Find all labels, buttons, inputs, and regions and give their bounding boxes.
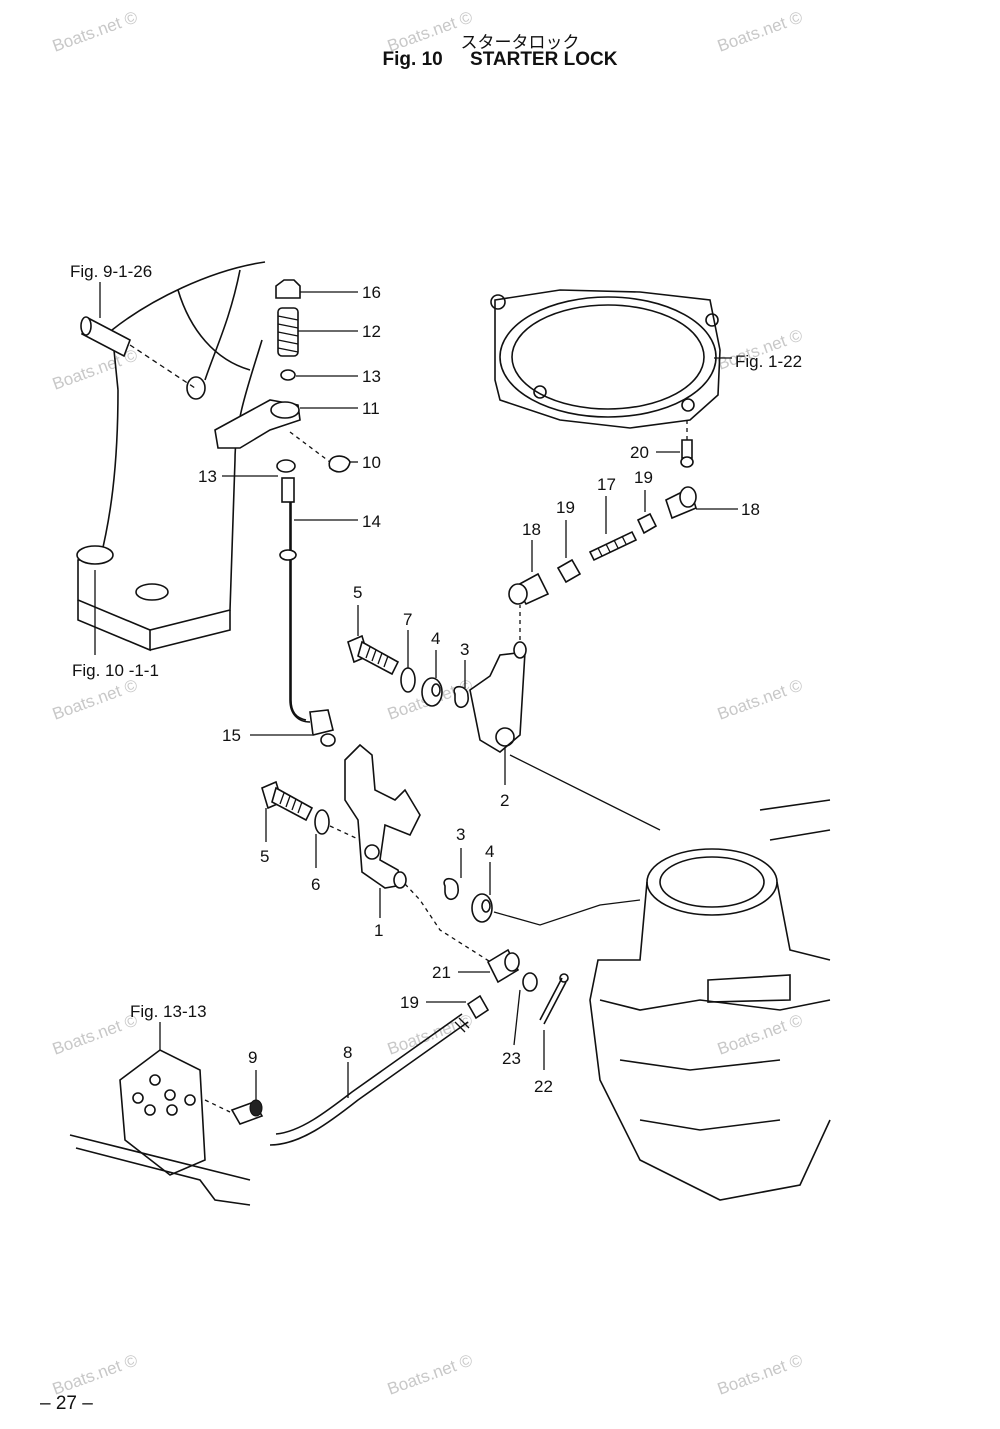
part-19-nut-right (636, 490, 658, 535)
part-18-rod-end-right (665, 486, 738, 520)
part-5-bolt-lower (261, 780, 314, 842)
callout-15: 15 (222, 726, 241, 745)
callout-4-lower: 4 (485, 842, 494, 861)
part-18-rod-end-left (508, 540, 550, 606)
part-13-washer (280, 369, 358, 381)
callout-6: 6 (311, 875, 320, 894)
page-number: – 27 – (40, 1393, 93, 1414)
callout-4-upper: 4 (431, 629, 440, 648)
callout-19-left: 19 (556, 498, 575, 517)
part-10-clip (289, 431, 358, 473)
watermark: Boats.net © (50, 1010, 141, 1058)
callout-17: 17 (597, 475, 616, 494)
callout-12: 12 (362, 322, 381, 341)
callout-19-right: 19 (634, 468, 653, 487)
part-11-lever (214, 399, 358, 449)
figure-number: Fig. 10 (382, 49, 443, 70)
callout-18-left: 18 (522, 520, 541, 539)
callout-3-lower: 3 (456, 825, 465, 844)
watermark: Boats.net © (50, 345, 141, 393)
part-6-washer (314, 809, 361, 868)
callout-5-lower: 5 (260, 847, 269, 866)
part-2-link (469, 605, 661, 831)
watermark: Boats.net © (50, 7, 141, 55)
part-14-rod (279, 477, 358, 723)
part-12-spring (277, 307, 358, 357)
part-7-washer (400, 630, 416, 693)
figure-name: STARTER LOCK (470, 49, 618, 70)
callout-2: 2 (500, 791, 509, 810)
part-15-rod-end (250, 709, 336, 747)
part-13-lower-washer (222, 459, 296, 477)
figure-title: Fig. 10 STARTER LOCK (0, 49, 1000, 71)
part-21-cable-joint (458, 948, 520, 984)
callout-3-upper: 3 (460, 640, 469, 659)
ref-fig-13-13: Fig. 13-13 (130, 1002, 207, 1021)
callout-19-lower: 19 (400, 993, 419, 1012)
watermark: Boats.net © (385, 1010, 476, 1058)
ref-fig-9-1-26: Fig. 9-1-26 (70, 262, 152, 281)
part-4-bushing-upper (421, 650, 443, 707)
callout-14: 14 (362, 512, 381, 531)
callout-21: 21 (432, 963, 451, 982)
part-1-bracket (344, 743, 501, 969)
part-19-nut-lower (426, 994, 490, 1020)
part-4-bushing-lower (471, 862, 641, 926)
part-3-clip-lower (443, 848, 462, 900)
callout-11: 11 (362, 399, 380, 418)
bracket-housing (76, 261, 266, 652)
watermark: Boats.net © (715, 1350, 806, 1398)
part-20-fitting (656, 420, 694, 468)
part-19-nut-left (556, 520, 582, 584)
callout-9: 9 (248, 1048, 257, 1067)
callout-20: 20 (630, 443, 649, 462)
callout-16: 16 (362, 283, 381, 302)
watermark: Boats.net © (715, 1010, 806, 1058)
callout-13-lower: 13 (198, 467, 217, 486)
part-5-bolt-upper (347, 605, 400, 676)
part-8-cable (269, 1013, 470, 1146)
callout-1: 1 (374, 921, 383, 940)
engine-block (589, 799, 831, 1201)
mounting-stud (80, 316, 196, 389)
part-22-cotter-pin (539, 973, 569, 1070)
part-3-clip-upper (453, 660, 469, 708)
callout-18-right: 18 (741, 500, 760, 519)
part-9-clamp (204, 1070, 264, 1125)
watermark: Boats.net © (385, 1350, 476, 1398)
part-23-washer (513, 972, 538, 1046)
callout-13: 13 (362, 367, 381, 386)
ref-fig-1-22: Fig. 1-22 (735, 352, 802, 371)
callout-23: 23 (502, 1049, 521, 1068)
watermark: Boats.net © (715, 7, 806, 55)
callout-5-upper: 5 (353, 583, 362, 602)
watermark: Boats.net © (50, 675, 141, 723)
mounting-plate (69, 1049, 251, 1206)
callout-10: 10 (362, 453, 381, 472)
callout-7: 7 (403, 610, 412, 629)
starter-housing (490, 289, 721, 429)
part-16-nut (275, 279, 358, 299)
callout-8: 8 (343, 1043, 352, 1062)
watermark: Boats.net © (385, 7, 476, 55)
watermark: Boats.net © (50, 1350, 141, 1398)
title-japanese: スタータロック (460, 33, 580, 53)
ref-fig-10-1-1: Fig. 10 -1-1 (72, 661, 159, 680)
part-17-threaded-rod (588, 496, 638, 562)
callout-22: 22 (534, 1077, 553, 1096)
watermark: Boats.net © (715, 675, 806, 723)
